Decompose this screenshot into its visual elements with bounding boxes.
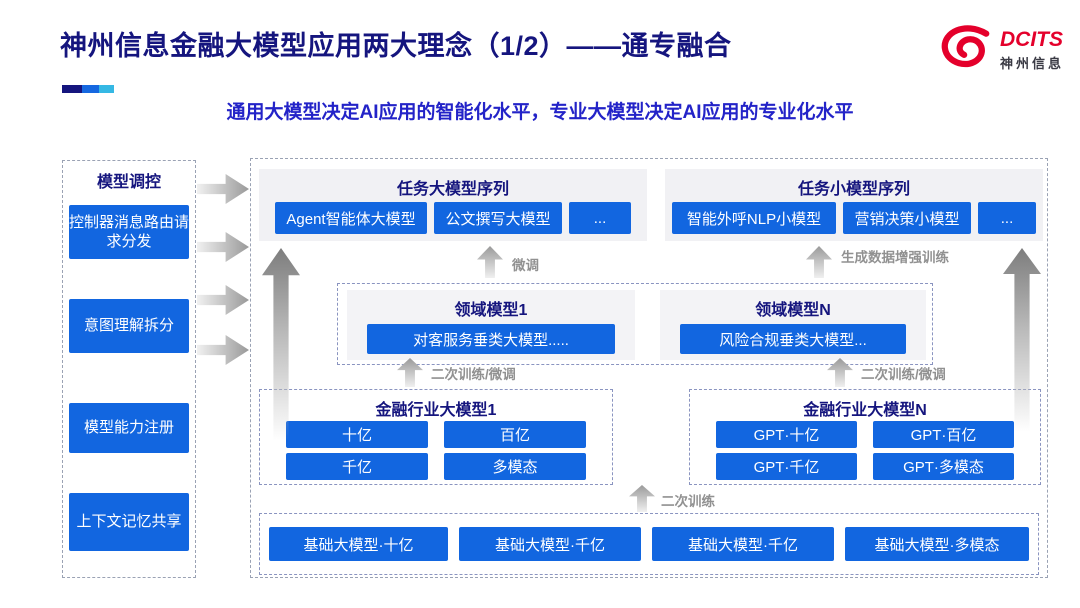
sidebar-item-intent: 意图理解拆分	[69, 299, 189, 353]
model-control-panel: 模型调控 控制器消息路由请求分发 意图理解拆分 模型能力注册 上下文记忆共享	[62, 160, 196, 578]
domain-model-title-1: 领域模型1	[454, 302, 528, 319]
title-accent-bar	[62, 85, 114, 93]
task-large-model-group: 任务大模型序列 Agent智能体大模型 公文撰写大模型 ...	[259, 169, 647, 241]
model-chip-1b: 十亿	[286, 421, 428, 448]
logo-brand-cn: 神州信息	[1000, 55, 1065, 71]
base-model-chip-1b: 基础大模型·十亿	[269, 527, 448, 561]
model-chip-customer-service: 对客服务垂类大模型.....	[367, 324, 615, 354]
task-small-model-group: 任务小模型序列 智能外呼NLP小模型 营销决策小模型 ...	[665, 169, 1043, 241]
sidebar-item-context: 上下文记忆共享	[69, 493, 189, 551]
page-title: 神州信息金融大模型应用两大理念（1/2）——通专融合	[60, 31, 732, 61]
model-chip-more: ...	[569, 202, 631, 234]
base-model-chip-multimodal: 基础大模型·多模态	[845, 527, 1029, 561]
arrow-label-secondary-right: 二次训练/微调	[861, 367, 946, 382]
domain-model-box-1: 领域模型1 对客服务垂类大模型.....	[347, 290, 635, 360]
model-chip-100b: 千亿	[286, 453, 428, 480]
arrow-label-secondary-bottom: 二次训练	[661, 494, 715, 509]
model-chip-document: 公文撰写大模型	[434, 202, 562, 234]
domain-model-title-n: 领域模型N	[755, 302, 831, 319]
industry-model-title-1: 金融行业大模型1	[375, 402, 497, 419]
right-arrow-icon	[197, 174, 249, 204]
arrow-label-secondary-left: 二次训练/微调	[431, 367, 516, 382]
dcits-swirl-icon	[941, 25, 990, 68]
model-chip-gpt-100b: GPT·千亿	[716, 453, 857, 480]
model-chip-multimodal: 多模态	[444, 453, 586, 480]
model-chip-outbound-nlp: 智能外呼NLP小模型	[672, 202, 836, 234]
model-chip-gpt-multimodal: GPT·多模态	[873, 453, 1014, 480]
task-large-title: 任务大模型序列	[396, 181, 509, 198]
right-arrow-icon	[197, 285, 249, 315]
arrow-label-fine-tune: 微调	[512, 258, 539, 273]
model-chip-more: ...	[978, 202, 1036, 234]
industry-model-title-n: 金融行业大模型N	[803, 402, 927, 419]
model-chip-marketing: 营销决策小模型	[843, 202, 971, 234]
logo-brand-text: DCITS	[1000, 27, 1063, 51]
base-models-panel: 基础大模型·十亿 基础大模型·千亿 基础大模型·千亿 基础大模型·多模态	[259, 513, 1039, 575]
model-chip-gpt-10b: GPT·百亿	[873, 421, 1014, 448]
slide-subtitle: 通用大模型决定AI应用的智能化水平，专业大模型决定AI应用的专业化水平	[226, 102, 854, 123]
right-arrow-icon	[197, 335, 249, 365]
dcits-logo: DCITS 神州信息	[938, 22, 1068, 78]
task-small-title: 任务小模型序列	[797, 181, 910, 198]
sidebar-title: 模型调控	[96, 174, 161, 191]
model-chip-gpt-1b: GPT·十亿	[716, 421, 857, 448]
industry-model-box-1: 金融行业大模型1 十亿 百亿 千亿 多模态	[259, 389, 613, 485]
domain-models-panel: 领域模型1 对客服务垂类大模型..... 领域模型N 风险合规垂类大模型...	[337, 283, 933, 365]
model-chip-10b: 百亿	[444, 421, 586, 448]
base-model-chip-100b: 基础大模型·千亿	[459, 527, 641, 561]
model-chip-risk-compliance: 风险合规垂类大模型...	[680, 324, 906, 354]
base-model-chip-100b-2: 基础大模型·千亿	[652, 527, 834, 561]
architecture-panel: 任务大模型序列 Agent智能体大模型 公文撰写大模型 ... 任务小模型序列 …	[250, 158, 1048, 578]
arrow-label-gen-data: 生成数据增强训练	[841, 250, 949, 265]
right-arrow-icon	[197, 232, 249, 262]
industry-model-box-n: 金融行业大模型N GPT·十亿 GPT·百亿 GPT·千亿 GPT·多模态	[689, 389, 1041, 485]
model-chip-agent: Agent智能体大模型	[275, 202, 427, 234]
domain-model-box-n: 领域模型N 风险合规垂类大模型...	[660, 290, 926, 360]
sidebar-item-register: 模型能力注册	[69, 403, 189, 453]
sidebar-item-router: 控制器消息路由请求分发	[69, 205, 189, 259]
